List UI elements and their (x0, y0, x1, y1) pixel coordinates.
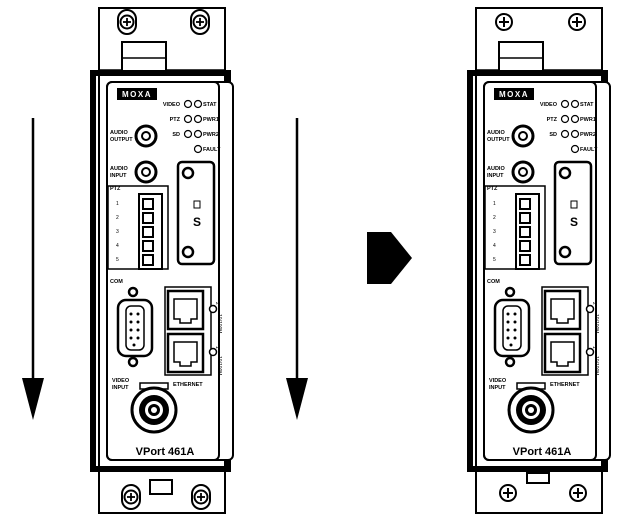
sd-card-icon: S (570, 215, 578, 229)
link-speed-label: 10/100M (216, 314, 222, 333)
link-speed-label: 10/100M (216, 356, 222, 375)
brand-logo: MOXA (122, 90, 152, 99)
screw-icon (568, 13, 586, 31)
com-label: COM (110, 279, 123, 285)
audio-output-label: AUDIO (487, 130, 505, 136)
model-label: VPort 461A (513, 446, 572, 458)
led-icon (183, 99, 193, 109)
screw-icon (121, 484, 141, 510)
model-label: VPort 461A (136, 446, 195, 458)
ethernet-label: ETHERNET (550, 382, 580, 388)
led-icon (193, 114, 203, 124)
led-icon (193, 144, 203, 154)
video-input-label: INPUT (112, 385, 129, 391)
led-label-pwr2: PWR2 (203, 132, 219, 138)
led-label-sd: SD (549, 132, 557, 138)
pin-label: 1 (116, 201, 119, 207)
screw-icon (499, 484, 517, 502)
port-number-label: 1 (591, 346, 597, 349)
sd-card-icon: S (193, 215, 201, 229)
led-label-stat: STAT (203, 102, 217, 108)
led-icon (570, 129, 580, 139)
video-input-label: INPUT (489, 385, 506, 391)
led-icon (570, 114, 580, 124)
audio-output-label: OUTPUT (110, 137, 133, 143)
led-label-pwr1: PWR1 (203, 117, 219, 123)
led-label-fault: FAULT (203, 147, 221, 153)
screw-icon (190, 9, 210, 35)
middle-down-arrow (286, 118, 308, 420)
device-final-position: MOXA VIDEO STAT PTZ PWR1 SD PWR2 FAULT A… (467, 7, 611, 514)
pin-label: 2 (493, 215, 496, 221)
audio-input-label: INPUT (487, 173, 504, 179)
led-icon (560, 114, 570, 124)
led-icon (570, 99, 580, 109)
port-number-label: 2 (214, 302, 220, 305)
led-label-ptz: PTZ (170, 117, 181, 123)
led-label-pwr1: PWR1 (580, 117, 596, 123)
pin-label: 1 (493, 201, 496, 207)
pin-label: 5 (116, 257, 119, 263)
audio-input-label: INPUT (110, 173, 127, 179)
pin-label: 2 (116, 215, 119, 221)
led-label-video: VIDEO (163, 102, 181, 108)
pin-label: 3 (116, 229, 119, 235)
video-input-label: VIDEO (112, 378, 130, 384)
link-speed-label: 10/100M (593, 314, 599, 333)
led-label-ptz: PTZ (547, 117, 558, 123)
video-input-label: VIDEO (489, 378, 507, 384)
audio-output-label: AUDIO (110, 130, 128, 136)
led-label-video: VIDEO (540, 102, 558, 108)
device-upper-position: MOXA VIDEO STAT PTZ PWR1 SD PWR2 FAULT A… (90, 7, 234, 514)
led-icon (183, 114, 193, 124)
led-label-sd: SD (172, 132, 180, 138)
led-icon (183, 129, 193, 139)
pin-label: 3 (493, 229, 496, 235)
pin-label: 4 (116, 243, 119, 249)
screw-icon (191, 484, 211, 510)
pin-label: 5 (493, 257, 496, 263)
left-down-arrow (22, 118, 44, 420)
next-step-arrow-icon (367, 232, 412, 284)
sd-slot-panel (553, 160, 593, 266)
audio-output-label: OUTPUT (487, 137, 510, 143)
led-icon (560, 129, 570, 139)
led-icon (570, 144, 580, 154)
led-label-stat: STAT (580, 102, 594, 108)
led-icon (193, 99, 203, 109)
link-speed-label: 10/100M (593, 356, 599, 375)
screw-icon (495, 13, 513, 31)
audio-input-label: AUDIO (110, 166, 128, 172)
ethernet-label: ETHERNET (173, 382, 203, 388)
screw-icon (117, 9, 137, 35)
pin-label: 4 (493, 243, 496, 249)
led-icon (560, 99, 570, 109)
audio-input-label: AUDIO (487, 166, 505, 172)
brand-logo: MOXA (499, 90, 529, 99)
sd-slot-panel (176, 160, 216, 266)
led-label-fault: FAULT (580, 147, 598, 153)
port-number-label: 2 (591, 302, 597, 305)
port-number-label: 1 (214, 346, 220, 349)
ptz-label: PTZ (487, 186, 498, 192)
led-icon (193, 129, 203, 139)
screw-icon (569, 484, 587, 502)
com-label: COM (487, 279, 500, 285)
ptz-label: PTZ (110, 186, 121, 192)
led-label-pwr2: PWR2 (580, 132, 596, 138)
